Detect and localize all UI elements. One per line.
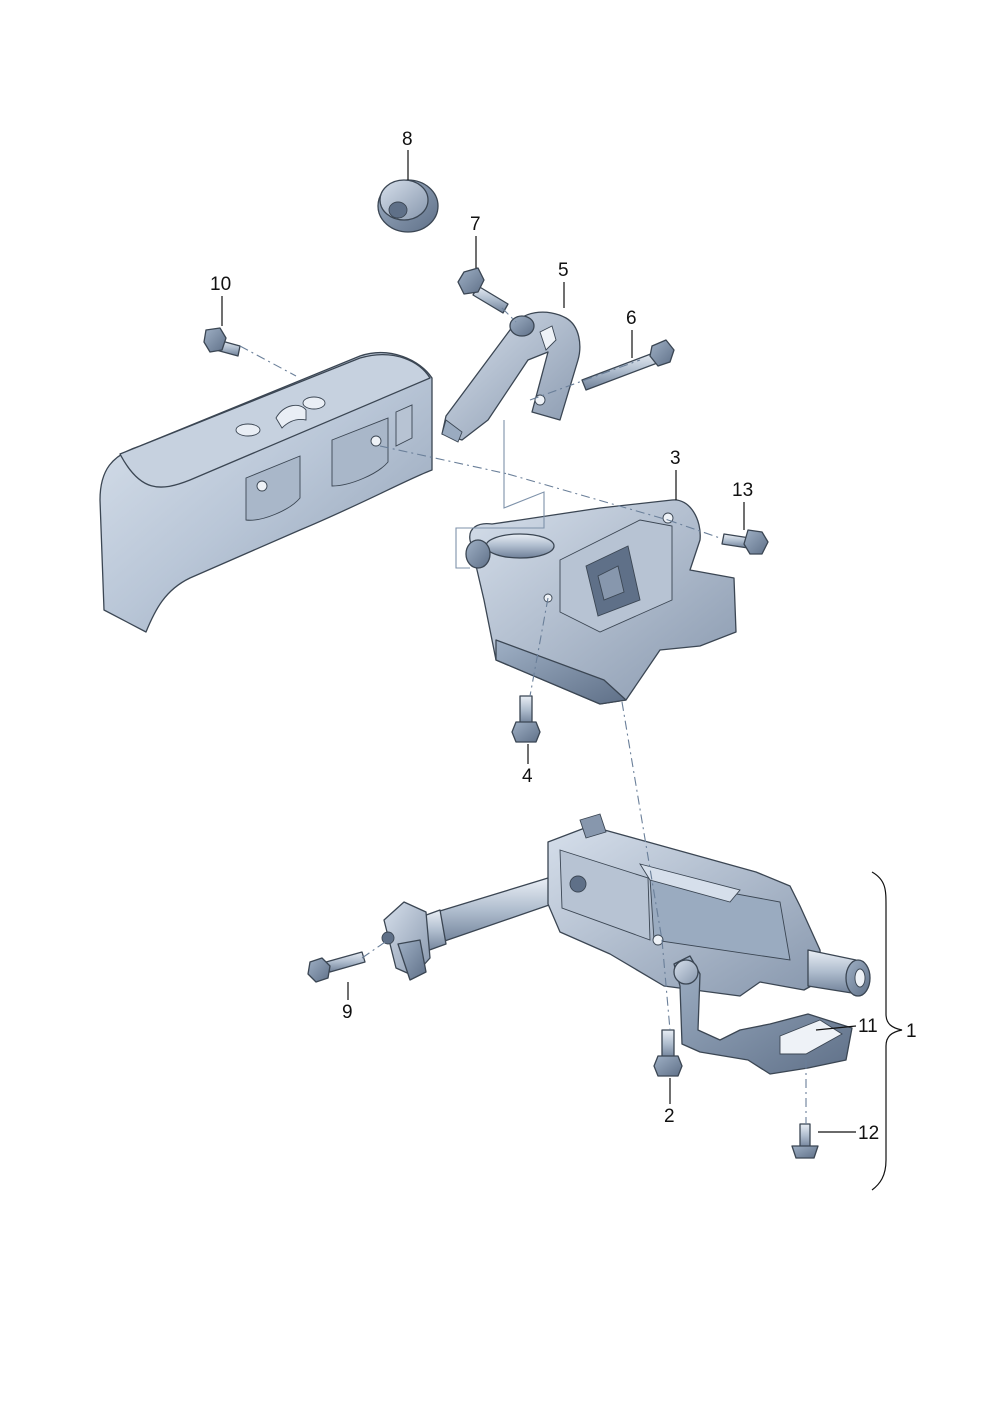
callout-1: 1 [906, 1021, 917, 1042]
callout-labels: 8 7 5 6 10 3 13 4 9 2 11 12 1 [210, 129, 917, 1144]
bolt-part-9 [307, 951, 366, 983]
mounting-bracket-part-3 [465, 499, 737, 705]
bolt-part-10 [203, 327, 241, 357]
callout-13: 13 [732, 480, 753, 501]
callout-2: 2 [664, 1106, 675, 1127]
callout-8: 8 [402, 129, 413, 150]
bracket-part-5 [441, 311, 581, 443]
bolt-part-7 [457, 267, 509, 314]
bolt-part-2 [653, 1029, 683, 1077]
callout-9: 9 [342, 1002, 353, 1023]
steering-column-part-1 [381, 813, 871, 1075]
assembly-lines [239, 307, 807, 1124]
bolt-part-13 [721, 529, 769, 555]
callout-5: 5 [558, 260, 569, 281]
dashboard-crossmember [99, 352, 433, 633]
callout-4: 4 [522, 766, 533, 787]
bushing-part-8 [377, 179, 439, 233]
callout-10: 10 [210, 274, 231, 295]
callout-3: 3 [670, 448, 681, 469]
bolt-part-4 [511, 695, 541, 743]
leader-lines [221, 150, 903, 1191]
screw-part-12 [791, 1123, 819, 1159]
bolt-part-6 [581, 339, 675, 391]
callout-11: 11 [858, 1016, 878, 1037]
callout-12: 12 [858, 1123, 879, 1144]
callout-7: 7 [470, 214, 481, 235]
callout-6: 6 [626, 308, 637, 329]
